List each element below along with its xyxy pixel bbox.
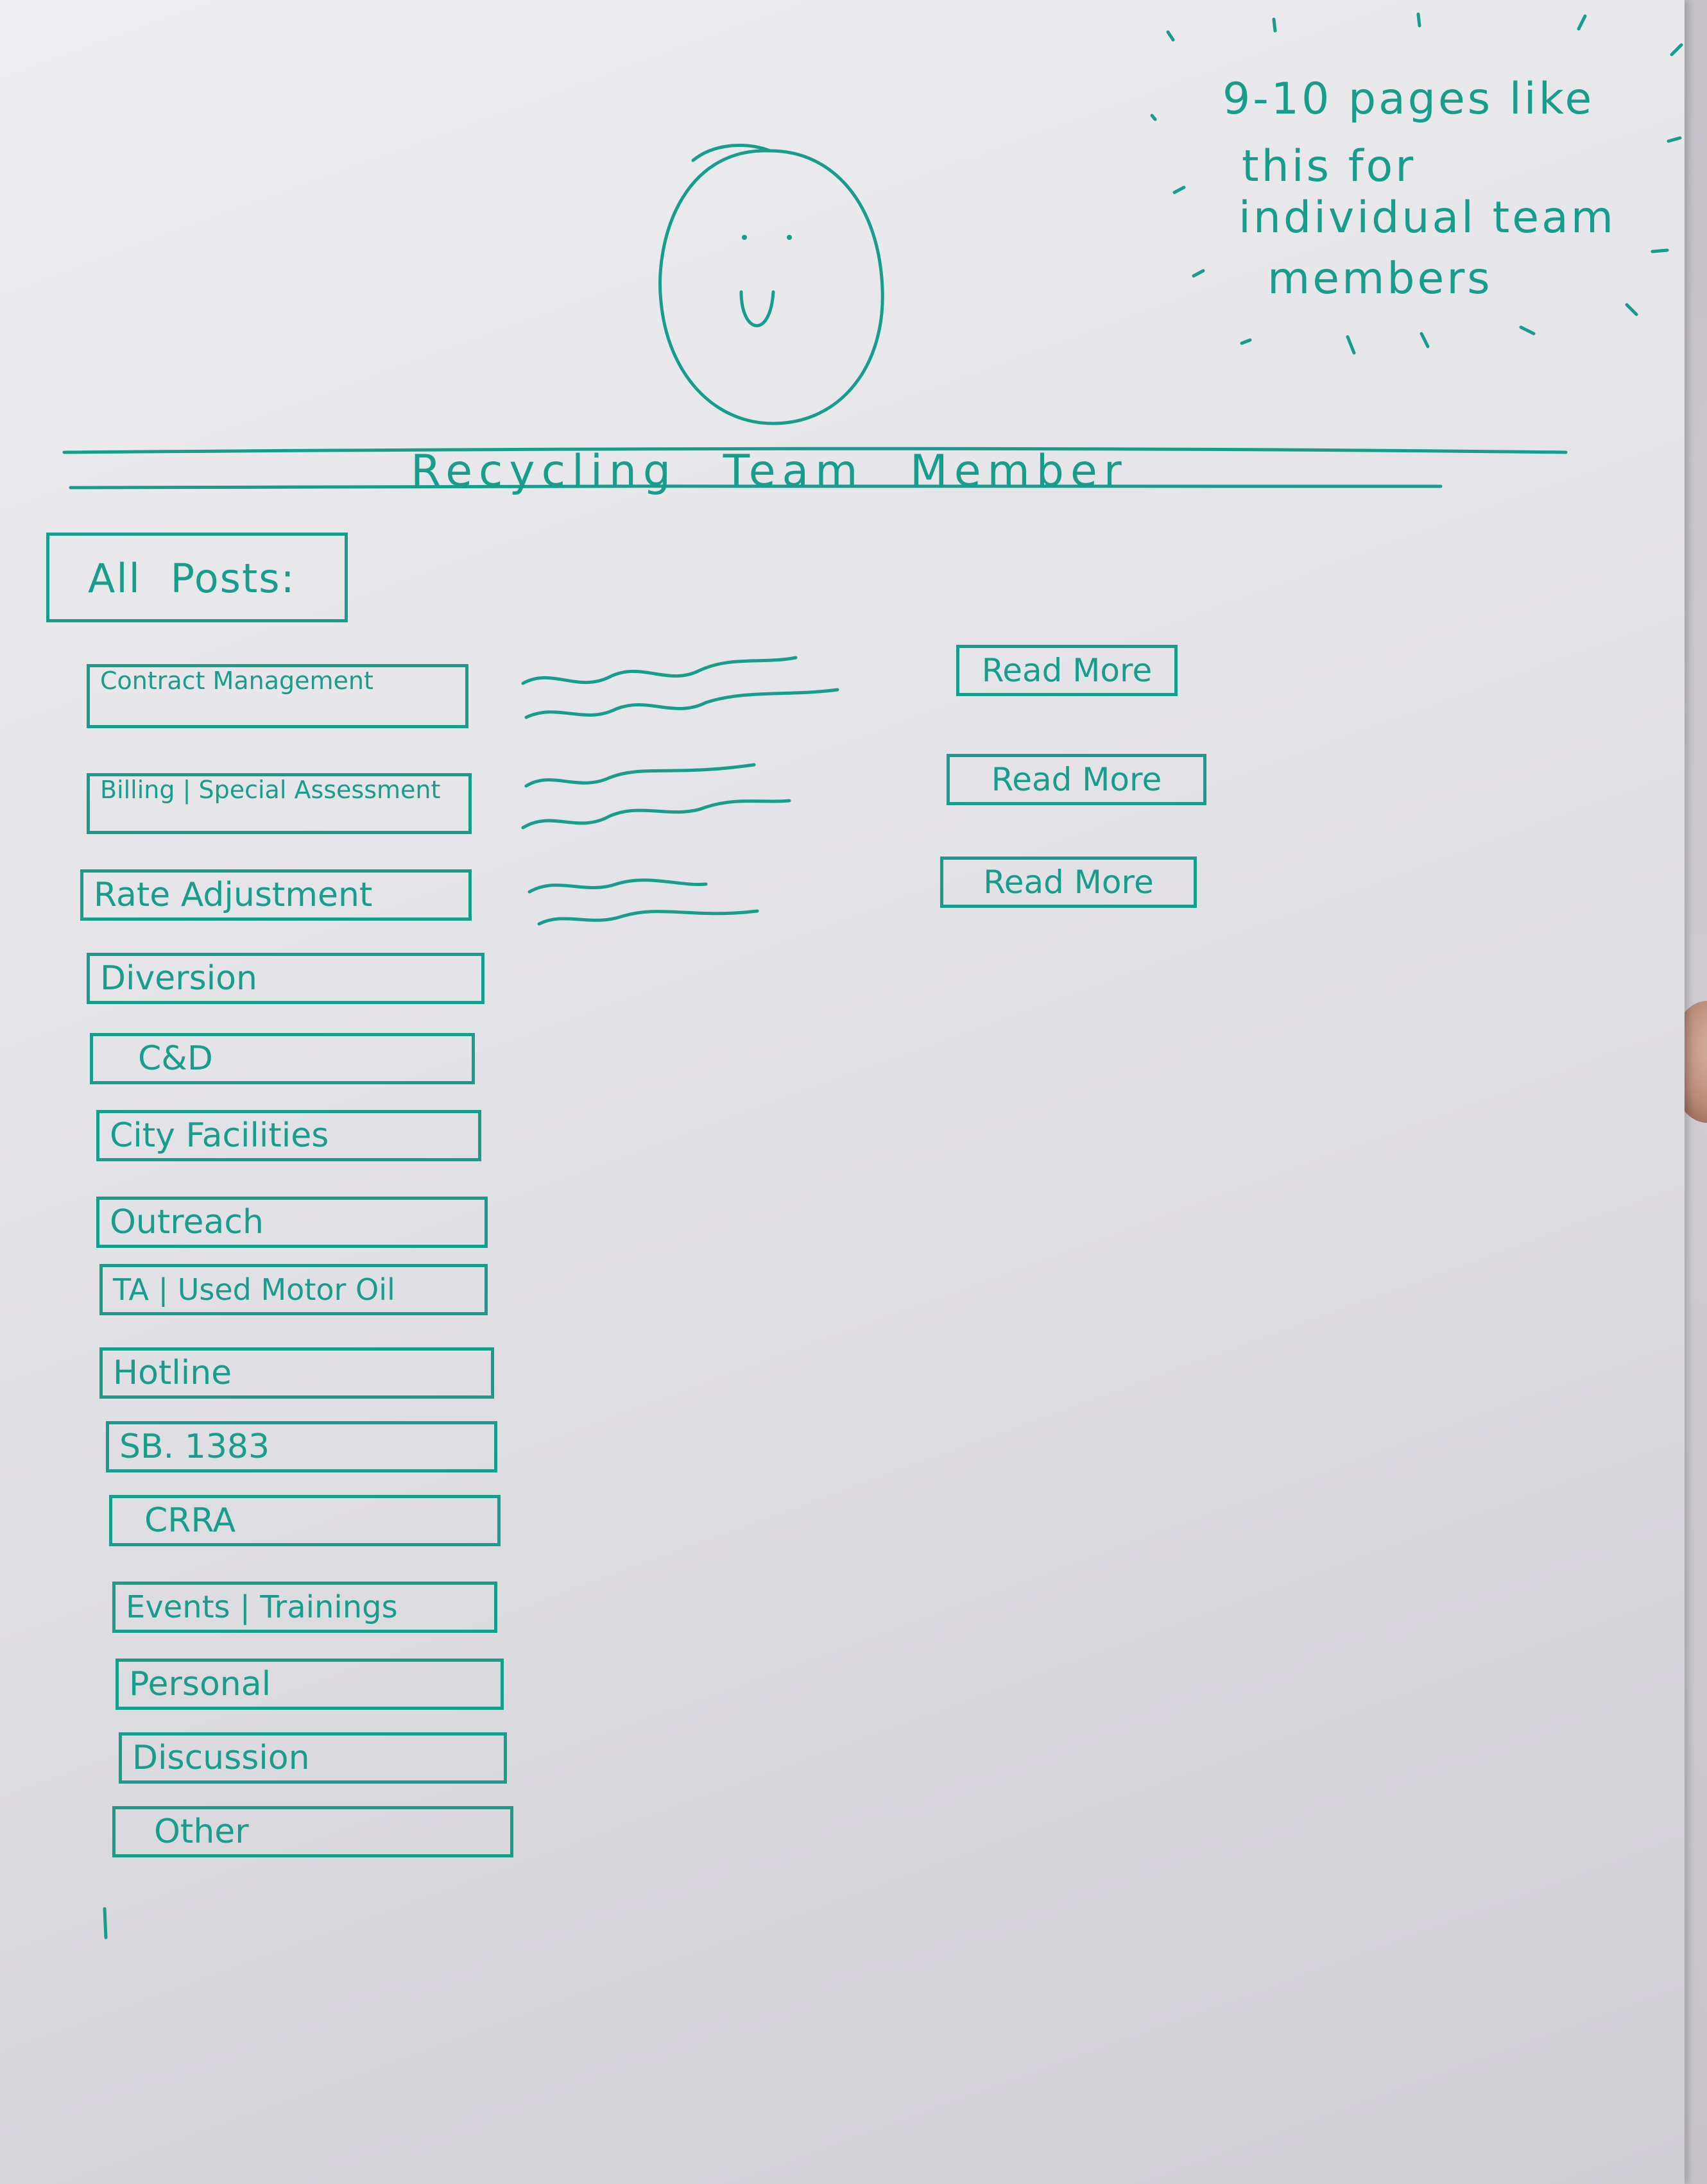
category-sb-1383[interactable]: SB. 1383 — [106, 1421, 497, 1472]
category-events-trainings[interactable]: Events | Trainings — [112, 1582, 497, 1633]
read-more-button-2[interactable]: Read More — [947, 754, 1206, 805]
read-more-button-1[interactable]: Read More — [956, 645, 1178, 696]
post-excerpt-3 — [528, 878, 759, 926]
category-city-facilities[interactable]: City Facilities — [96, 1110, 481, 1161]
avatar-eye-right — [787, 235, 792, 240]
list-end-mark — [103, 1907, 108, 1940]
avatar-eye-left — [742, 235, 747, 240]
category-personal[interactable]: Personal — [116, 1659, 504, 1710]
category-rate-adjustment[interactable]: Rate Adjustment — [80, 869, 472, 921]
all-posts-heading: All Posts: — [46, 533, 348, 622]
category-crra[interactable]: CRRA — [109, 1495, 501, 1546]
annotation-line-1: 9-10 pages like — [1222, 74, 1595, 124]
annotation-line-4: members — [1267, 253, 1493, 304]
page-title: Recycling Team Member — [411, 446, 1128, 497]
read-more-button-3[interactable]: Read More — [940, 857, 1197, 908]
category-outreach[interactable]: Outreach — [96, 1197, 488, 1248]
header-rule-bottom — [69, 484, 1443, 490]
category-hotline[interactable]: Hotline — [99, 1347, 494, 1399]
category-diversion[interactable]: Diversion — [87, 953, 485, 1004]
post-excerpt-2 — [521, 763, 791, 830]
category-billing-special-assessment[interactable]: Billing | Special Assessment — [87, 773, 472, 834]
avatar — [658, 144, 884, 425]
post-excerpt-1 — [521, 656, 839, 719]
annotation-line-2: this for — [1242, 141, 1416, 192]
avatar-head-icon — [658, 149, 884, 425]
category-ta-used-motor-oil[interactable]: TA | Used Motor Oil — [99, 1264, 488, 1315]
category-c-and-d[interactable]: C&D — [90, 1033, 475, 1084]
header-rule-top — [62, 447, 1568, 454]
category-contract-management[interactable]: Contract Management — [87, 664, 468, 728]
category-other[interactable]: Other — [112, 1806, 513, 1857]
avatar-mouth — [739, 290, 775, 327]
category-discussion[interactable]: Discussion — [119, 1732, 507, 1784]
annotation-burst — [1150, 12, 1683, 355]
annotation-line-3: individual team — [1239, 192, 1617, 243]
